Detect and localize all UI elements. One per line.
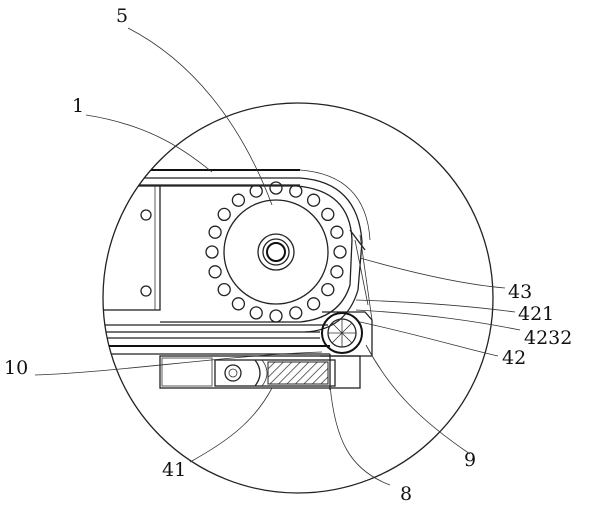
chain-roller [330, 225, 344, 239]
detail-circle [102, 102, 494, 494]
roller-42 [321, 312, 363, 354]
sprocket [205, 181, 347, 323]
chain-roller [321, 282, 335, 297]
chain-roller [231, 193, 246, 207]
chain-roller [289, 306, 303, 320]
chain-roller [205, 245, 219, 259]
label-5: 5 [116, 5, 128, 27]
chain-roller [217, 207, 231, 222]
label-41: 41 [162, 459, 186, 481]
lower-mechanism [159, 354, 361, 390]
label-4232: 4232 [524, 327, 572, 349]
chain-roller [269, 181, 283, 195]
chain-roller [289, 184, 303, 198]
chain-roller [306, 193, 321, 207]
frame-top-plate [103, 169, 300, 186]
label-1: 1 [72, 95, 84, 117]
belt-guide [160, 185, 353, 323]
frame-bottom-plate [103, 324, 330, 355]
leader-lines [34, 27, 521, 486]
label-421: 421 [518, 303, 554, 325]
chain-roller [249, 306, 263, 320]
label-8: 8 [400, 483, 412, 505]
chain-roller [269, 309, 283, 323]
chain-roller [208, 225, 222, 239]
label-10: 10 [4, 357, 28, 379]
chain-roller [249, 184, 263, 198]
chain-roller [208, 265, 222, 279]
chain-roller [321, 207, 335, 222]
chain-roller [333, 245, 347, 259]
chain-roller [231, 297, 246, 311]
chain-roller [330, 265, 344, 279]
label-43: 43 [508, 281, 532, 303]
chain-roller [217, 282, 231, 297]
label-9: 9 [464, 449, 476, 471]
chain-roller [306, 297, 321, 311]
label-42: 42 [502, 347, 526, 369]
